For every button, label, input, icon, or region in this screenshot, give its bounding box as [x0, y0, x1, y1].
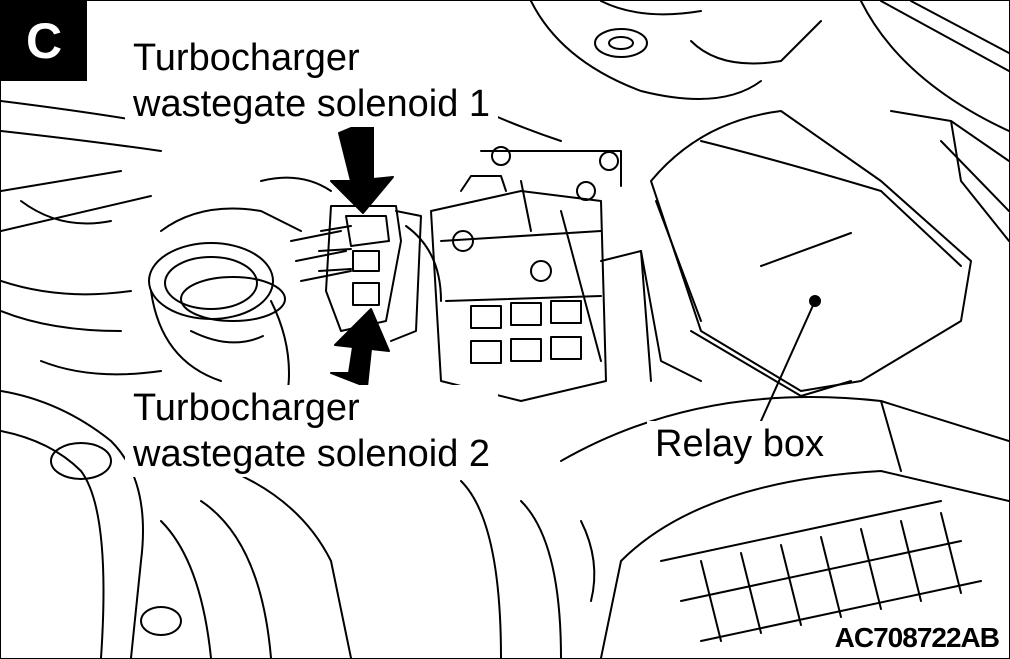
- air-cleaner: [460, 396, 1009, 658]
- arrow-to-solenoid-1: [330, 118, 394, 214]
- view-badge: C: [1, 1, 87, 81]
- callout-solenoid-2: Turbocharger wastegate solenoid 2: [125, 385, 499, 477]
- fuse-block: [430, 146, 652, 402]
- pointer-arrows: [330, 118, 394, 388]
- callout-solenoid-1-line1: Turbocharger: [133, 37, 360, 79]
- lower-left-hose: [1, 390, 362, 658]
- callout-solenoid-1: Turbocharger wastegate solenoid 1: [125, 35, 499, 127]
- hood-edge-lines: [860, 1, 1009, 242]
- intake-elbow: [148, 176, 352, 422]
- relay-box-shape: [640, 110, 972, 397]
- left-hoses: [1, 100, 162, 376]
- callout-solenoid-2-line1: Turbocharger: [133, 387, 360, 429]
- solenoid-assembly: [318, 205, 442, 342]
- relay-box-leader: [760, 295, 821, 422]
- figure-code: AC708722AB: [830, 622, 1003, 654]
- arrow-to-solenoid-2: [330, 308, 390, 388]
- callout-solenoid-2-line2: wastegate solenoid 2: [133, 433, 491, 475]
- callout-relay-box: Relay box: [647, 421, 832, 467]
- callout-solenoid-1-line2: wastegate solenoid 1: [133, 83, 491, 125]
